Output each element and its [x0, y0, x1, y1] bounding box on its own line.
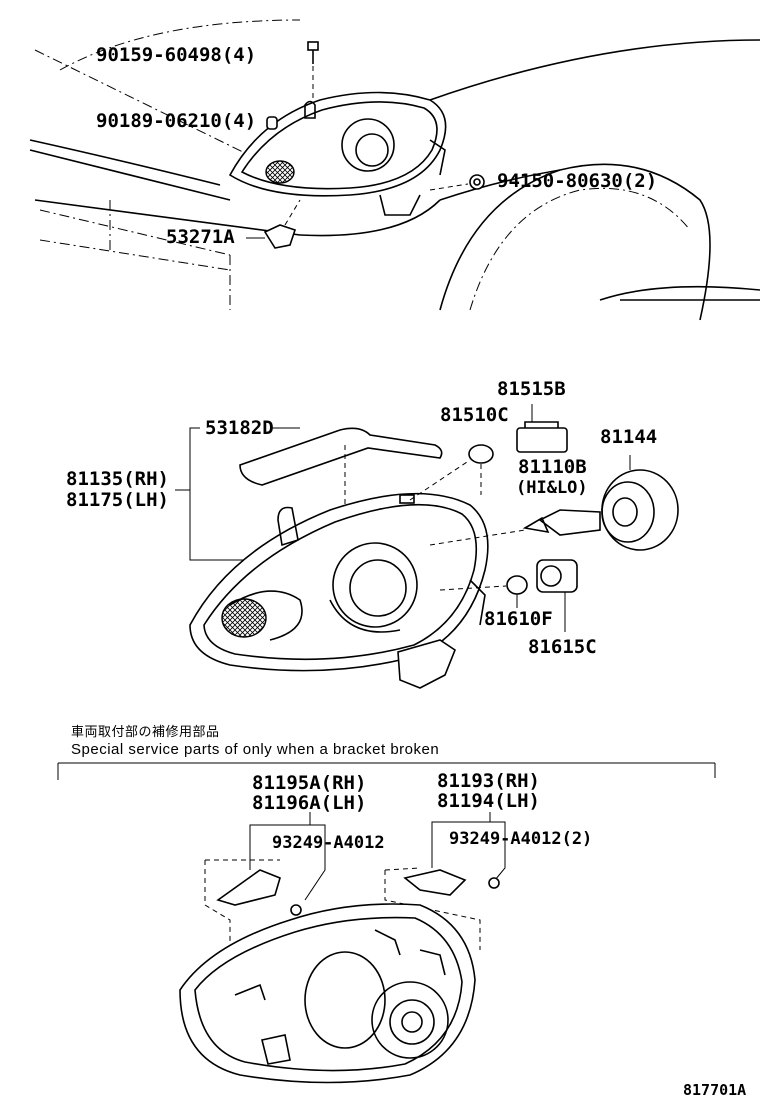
cover-81144-icon: [601, 455, 679, 551]
label-service-left-screw: 93249-A4012: [272, 833, 385, 853]
label-cover-81144: 81144: [600, 426, 658, 448]
clip-icon: [266, 100, 316, 130]
label-clip-90189-06210: 90189-06210(4): [96, 110, 257, 132]
service-note-english: Special service parts of only when a bra…: [71, 741, 440, 758]
label-service-left-rh: 81195A(RH): [252, 772, 367, 794]
label-bolt-90159-60498: 90159-60498(4): [96, 44, 257, 66]
installed-headlamp: [228, 91, 447, 216]
label-service-right-lh: 81194(LH): [437, 790, 540, 812]
label-bulb-hi-lo: (HI&LO): [516, 478, 588, 498]
label-headlamp-lh: 81175(LH): [66, 489, 169, 511]
service-bracket-right-icon: [384, 867, 500, 950]
label-headlamp-rh: 81135(RH): [66, 468, 169, 490]
bolt-icon: [307, 41, 319, 98]
nut-icon: [429, 174, 485, 191]
bracket-icon: [263, 199, 301, 249]
label-bulb-81110b: 81110B: [518, 456, 587, 478]
label-socket-81515b: 81515B: [497, 378, 566, 400]
socket-81615c-icon: [536, 559, 578, 632]
label-bracket-53271a: 53271A: [166, 226, 235, 248]
label-nut-94150-80630: 94150-80630(2): [497, 170, 658, 192]
socket-81515b-icon: [516, 404, 568, 453]
bulb-81110b-icon: [429, 509, 601, 546]
gasket-53182d: [239, 427, 443, 560]
headlamp-rear-view: [179, 903, 476, 1084]
headlamp-assembly: [189, 492, 489, 689]
bulb-81510c-icon: [409, 444, 494, 501]
label-service-right-screw: 93249-A4012(2): [449, 829, 593, 849]
label-bulb-81610f: 81610F: [484, 608, 553, 630]
label-service-left-lh: 81196A(LH): [252, 792, 367, 814]
bulb-81610f-icon: [439, 575, 528, 608]
label-socket-81615c: 81615C: [528, 636, 597, 658]
figure-code: 817701A: [683, 1081, 747, 1099]
label-gasket-53182d: 53182D: [205, 417, 274, 439]
label-bulb-81510c: 81510C: [440, 404, 509, 426]
label-service-right-rh: 81193(RH): [437, 770, 540, 792]
service-note-japanese: 車両取付部の補修用部品: [71, 724, 220, 739]
